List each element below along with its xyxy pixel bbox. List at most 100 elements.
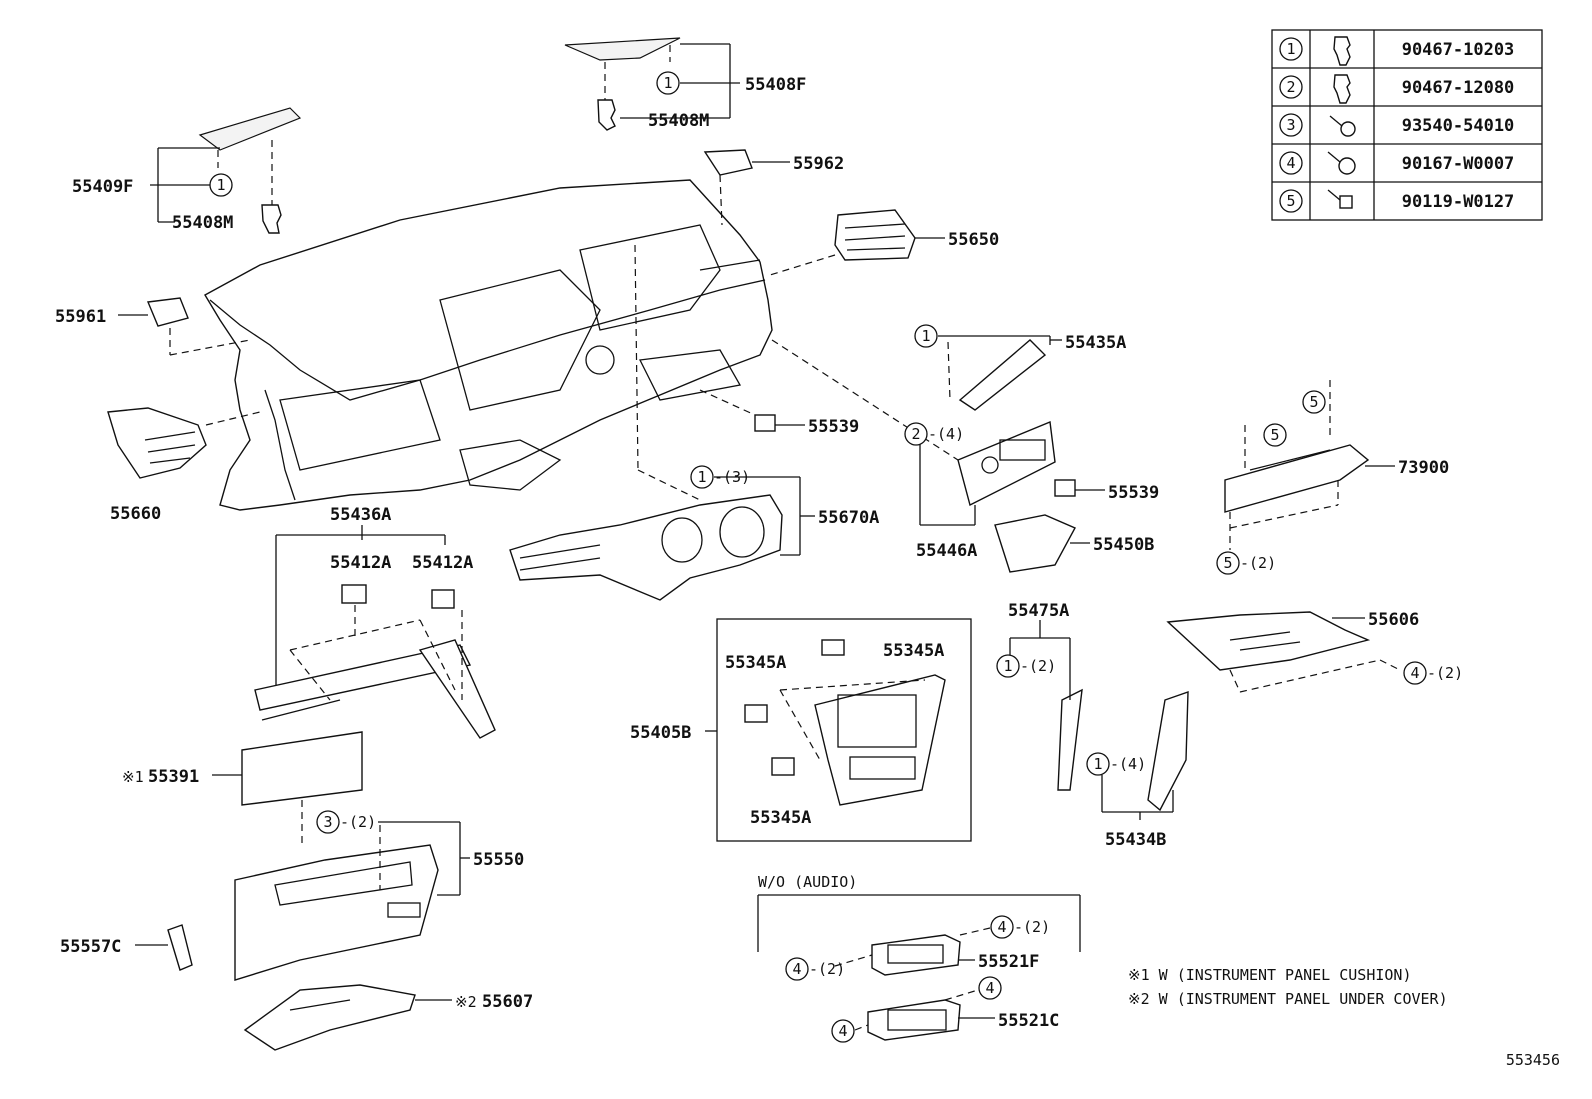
label-55670A: 55670A <box>818 508 879 528</box>
part-55408F: 1 55408F 55408M <box>564 37 806 131</box>
table-ref: 4 <box>1286 154 1295 172</box>
part-55539-b: 55539 <box>1054 479 1159 503</box>
part-55539-a: 55539 <box>699 389 859 437</box>
label-55521F: 55521F <box>978 952 1039 972</box>
table-row: 2 90467-12080 <box>1279 74 1515 104</box>
table-row: 3 93540-54010 <box>1279 113 1515 137</box>
callout-qty: -(2) <box>809 960 845 978</box>
label-55345A-1: 55345A <box>883 641 944 661</box>
callout-4: 4 <box>1410 664 1419 682</box>
label-55521C: 55521C <box>998 1011 1059 1031</box>
part-55405B: 55405B 55345A 55345A 55345A <box>630 618 972 842</box>
callout-qty: -(4) <box>928 425 964 443</box>
label-55412A-2: 55412A <box>412 553 473 573</box>
part-55434B: 1 -(4) 55434B <box>1086 691 1189 850</box>
part-55660: 55660 <box>107 407 261 524</box>
label-55436A: 55436A <box>330 505 391 525</box>
label-55475A: 55475A <box>1008 601 1069 621</box>
mark-1: ※1 <box>122 768 144 786</box>
callout-1: 1 <box>1093 755 1102 773</box>
bolt-icon <box>1327 189 1353 209</box>
part-55446A: 2 -(4) 55446A <box>771 339 1056 561</box>
footnotes: ※1 W (INSTRUMENT PANEL CUSHION) ※2 W (IN… <box>1128 966 1448 1008</box>
clip-icon <box>1333 36 1351 66</box>
section-title: W/O (AUDIO) <box>758 873 857 891</box>
part-55550: 3 -(2) 55550 <box>234 810 524 981</box>
callout-1: 1 <box>697 468 706 486</box>
label-55650: 55650 <box>948 230 999 250</box>
section-wo-audio: W/O (AUDIO) 4 -(2) 4 -(2) 55521F 4 4 555… <box>757 873 1081 1043</box>
label-55408F: 55408F <box>745 75 806 95</box>
label-73900: 73900 <box>1398 458 1449 478</box>
part-55670A: 1 -(3) 55670A <box>509 244 879 601</box>
callout-4: 4 <box>792 960 801 978</box>
part-55475A: 1 -(2) 55475A <box>996 601 1083 791</box>
label-55450B: 55450B <box>1093 535 1154 555</box>
label-55345A-2: 55345A <box>725 653 786 673</box>
callout-1: 1 <box>663 74 672 92</box>
part-73900: 5 5 5 -(2) 73900 <box>1216 380 1449 575</box>
part-55436A: 55436A 55412A 55412A <box>254 505 496 739</box>
callout-5: 5 <box>1270 426 1279 444</box>
callout-4: 4 <box>985 979 994 997</box>
part-55435A: 1 55435A <box>914 324 1126 411</box>
callout-qty: -(2) <box>1014 918 1050 936</box>
callout-qty: -(4) <box>1110 755 1146 773</box>
callout-3: 3 <box>323 813 332 831</box>
callout-4: 4 <box>997 918 1006 936</box>
label-55409F: 55409F <box>72 177 133 197</box>
label-55405B: 55405B <box>630 723 691 743</box>
callout-5: 5 <box>1309 393 1318 411</box>
callout-4: 4 <box>838 1022 847 1040</box>
part-55606: 4 -(2) 55606 <box>1166 610 1463 693</box>
table-part-number: 90119-W0127 <box>1402 192 1515 212</box>
footnote-1: ※1 W (INSTRUMENT PANEL CUSHION) <box>1128 966 1412 984</box>
callout-qty: -(2) <box>1427 664 1463 682</box>
label-55434B: 55434B <box>1105 830 1166 850</box>
part-55962: 55962 <box>703 149 844 226</box>
table-ref: 3 <box>1286 116 1295 134</box>
screw-icon <box>1327 151 1356 175</box>
table-ref: 1 <box>1286 40 1295 58</box>
table-ref: 5 <box>1286 192 1295 210</box>
part-55391: ※1 55391 <box>122 731 363 845</box>
label-55660: 55660 <box>110 504 161 524</box>
label-55391: 55391 <box>148 767 199 787</box>
label-55539-b: 55539 <box>1108 483 1159 503</box>
label-55412A-1: 55412A <box>330 553 391 573</box>
label-55345A-3: 55345A <box>750 808 811 828</box>
callout-qty: -(2) <box>1020 657 1056 675</box>
table-row: 4 90167-W0007 <box>1279 151 1515 175</box>
label-55408M-left: 55408M <box>172 213 233 233</box>
part-55409F: 1 55409F 55408M <box>72 107 302 234</box>
diagram-id: 553456 <box>1506 1051 1560 1069</box>
callout-1: 1 <box>921 327 930 345</box>
fastener-table: 1 90467-10203 2 90467-12080 3 93540-5401… <box>1271 29 1543 221</box>
callout-1: 1 <box>1003 657 1012 675</box>
clip-icon <box>1333 74 1351 104</box>
table-part-number: 90467-12080 <box>1402 78 1515 98</box>
part-55450B: 55450B <box>994 514 1154 573</box>
table-ref: 2 <box>1286 78 1295 96</box>
label-55961: 55961 <box>55 307 106 327</box>
label-55408M-top: 55408M <box>648 111 709 131</box>
label-55606: 55606 <box>1368 610 1419 630</box>
label-55539-a: 55539 <box>808 417 859 437</box>
table-row: 1 90467-10203 <box>1279 36 1515 66</box>
callout-1: 1 <box>216 176 225 194</box>
table-row: 5 90119-W0127 <box>1279 189 1515 213</box>
callout-2: 2 <box>911 425 920 443</box>
callout-5: 5 <box>1223 554 1232 572</box>
callout-qty: -(2) <box>1240 554 1276 572</box>
table-part-number: 90167-W0007 <box>1402 154 1515 174</box>
table-part-number: 93540-54010 <box>1402 116 1515 136</box>
mark-2: ※2 <box>455 993 477 1011</box>
label-55435A: 55435A <box>1065 333 1126 353</box>
label-55607: 55607 <box>482 992 533 1012</box>
label-55550: 55550 <box>473 850 524 870</box>
part-55607: ※2 55607 <box>243 984 533 1051</box>
screw-icon <box>1329 115 1356 137</box>
table-part-number: 90467-10203 <box>1402 40 1515 60</box>
part-55961: 55961 <box>55 297 251 356</box>
